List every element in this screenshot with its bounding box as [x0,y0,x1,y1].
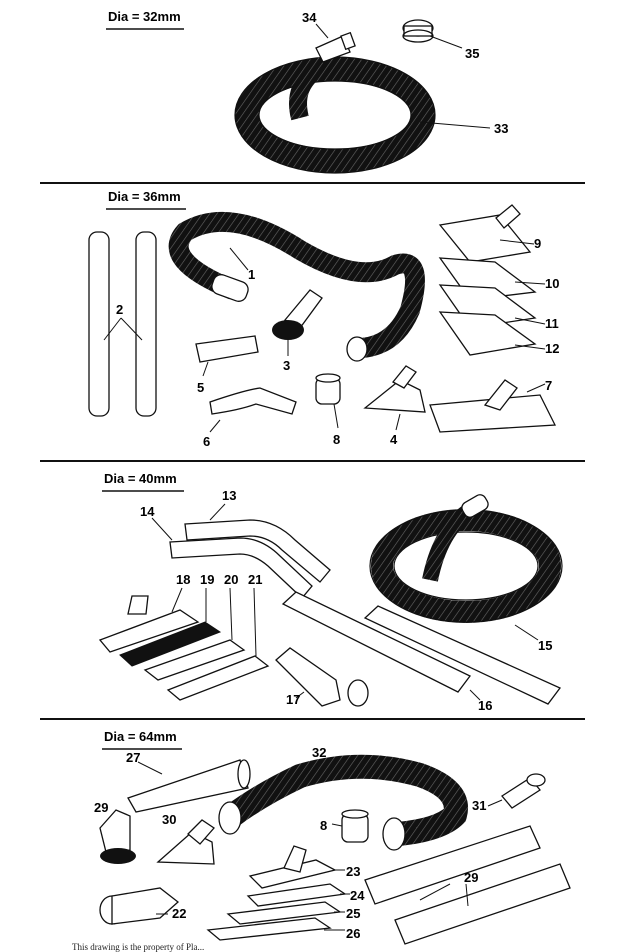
section-header-40mm: Dia = 40mm [102,471,184,492]
part-label: 18 [176,572,190,587]
part-label: 30 [162,812,176,827]
part-label: 22 [172,906,186,921]
part-label: 14 [140,504,155,519]
part-label: 33 [494,121,508,136]
part-label: 23 [346,864,360,879]
nozzle-tools-9-12 [438,204,537,356]
cuff-34 [315,31,356,63]
part-label: 1 [248,267,255,282]
upholstery-tool-30 [156,819,215,865]
part-label: 10 [545,276,559,291]
part-label: 8 [320,818,327,833]
part-label: 9 [534,236,541,251]
section-header-text: Dia = 32mm [108,9,181,24]
elbow-29 [99,809,136,864]
straight-tubes-29 [364,825,571,945]
part-label: 20 [224,572,238,587]
part-label: 34 [302,10,317,25]
section-header-64mm: Dia = 64mm [102,729,182,750]
floor-tools-23-26 [206,845,347,941]
part-label: 5 [197,380,204,395]
floor-tools-18-21 [98,595,270,701]
straight-tubes-16 [281,591,562,705]
upholstery-tool-4 [363,365,426,413]
clamp-35 [402,19,434,43]
part-label: 11 [545,316,559,331]
part-label: 24 [350,888,365,903]
part-label: 8 [333,432,340,447]
part-label: 29 [464,870,478,885]
part-label: 19 [200,572,214,587]
part-label: 17 [286,692,300,707]
crevice-tool-5 [195,335,259,363]
part-label: 29 [94,800,108,815]
part-label: 13 [222,488,236,503]
part-label: 35 [465,46,479,61]
crevice-tool-27 [127,759,251,813]
part-label: 7 [545,378,552,393]
part-label: 3 [283,358,290,373]
hose-1 [168,211,425,362]
section-header-text: Dia = 64mm [104,729,177,744]
crevice-tool-17 [275,647,369,707]
hose-coil-33 [234,53,436,174]
dust-brush-3 [272,289,323,340]
adaptor-8 [315,373,341,405]
part-label: 12 [545,341,559,356]
part-label: 26 [346,926,360,941]
hose-coil-15 [369,494,563,623]
section-header-36mm: Dia = 36mm [106,189,186,210]
nozzle-22 [99,887,180,925]
part-label: 4 [390,432,398,447]
part-label: 32 [312,745,326,760]
adaptor-8 [341,809,369,843]
elbow-6 [209,387,297,415]
part-label: 27 [126,750,140,765]
section-header-text: Dia = 36mm [108,189,181,204]
part-label: 6 [203,434,210,449]
footer-note: This drawing is the property of Pla... [72,942,205,952]
part-label: 21 [248,572,262,587]
part-label: 31 [472,798,486,813]
part-label: 2 [116,302,123,317]
section-header-32mm: Dia = 32mm [106,9,184,30]
hose-32 [218,754,468,851]
part-label: 25 [346,906,360,921]
part-label: 16 [478,698,492,713]
reducer-31 [501,773,546,809]
floor-tool-7 [429,379,557,433]
part-label: 15 [538,638,552,653]
extension-tubes-2 [88,231,157,417]
section-header-text: Dia = 40mm [104,471,177,486]
